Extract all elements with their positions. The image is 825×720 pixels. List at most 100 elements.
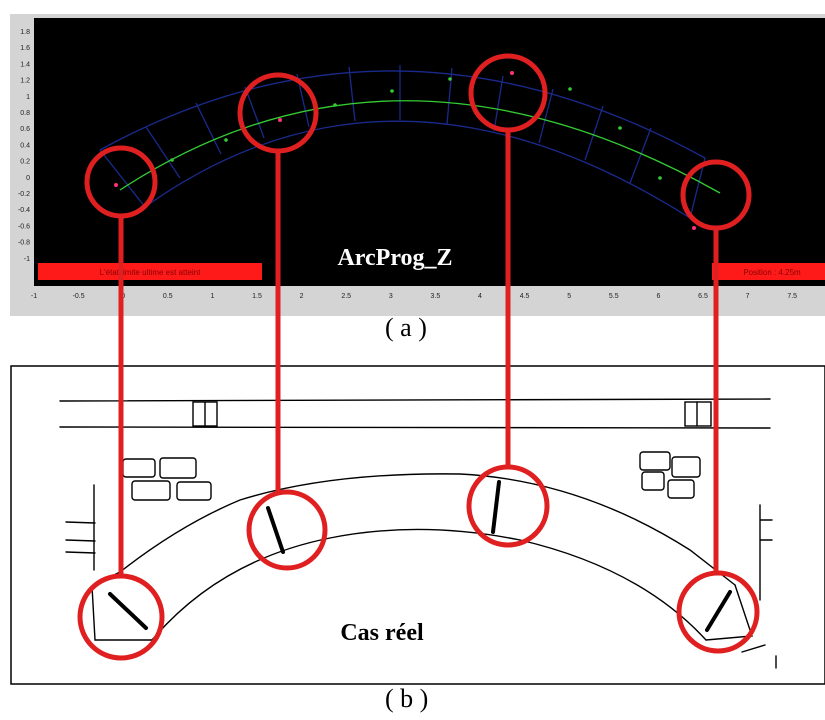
highlight-circle-a-right-springing [680,159,752,231]
thrust-point [170,158,174,162]
wall-stone [176,481,212,501]
x-tick-label: 2 [300,293,304,300]
x-tick-label: 1 [210,293,214,300]
thrust-point [390,89,394,93]
highlight-circle-a-left-haunch [237,72,319,154]
caption-b: ( b ) [385,684,429,713]
wall-edge [759,504,773,601]
y-tick-label: 1 [26,94,30,101]
arch-voussoir-joint [145,126,181,179]
wall-stone [131,480,171,501]
cornice-line [59,398,771,402]
x-tick-label: -0.5 [73,293,85,300]
ground-line [741,644,766,653]
crack-left-haunch [266,506,285,554]
x-tick-label: 5.5 [609,293,619,300]
x-tick-label: 6 [656,293,660,300]
arch-voussoir-joint [348,66,356,122]
panel-a: 1.8 1.6 1.4 1.2 1 0.8 0.6 0.4 0.2 0 -0.2 -0.4 -0.6 -0… [10,14,825,316]
y-tick-label: -0.8 [18,240,30,247]
thrust-point [224,138,228,142]
wall-stone [159,457,197,479]
y-tick-label: -1 [24,256,30,263]
wall-stone [641,471,665,491]
caption-a: ( a ) [385,313,427,342]
thrust-markers [170,77,662,180]
status-bar-left [38,263,262,280]
y-tick-label: 1.6 [20,45,30,52]
y-tick-label: 1.2 [20,78,30,85]
arch-voussoir-joint [689,157,706,219]
springing-right [705,584,753,641]
highlight-circle-b-left-springing [77,573,165,661]
cornice-block [684,401,712,427]
wall-stone [671,456,701,478]
program-title: ArcProg_Z [337,245,452,271]
y-tick-label: 0 [26,175,30,182]
x-tick-label: 2.5 [341,293,351,300]
arch-voussoir-joint [493,75,504,132]
thrust-point [618,126,622,130]
arch-intrados [151,528,707,641]
thrust-point [568,87,572,91]
x-tick-label: 4.5 [520,293,530,300]
wall-edge [65,521,96,554]
hinge-point [692,226,696,230]
wall-stone [667,479,695,499]
status-bar-right [712,263,825,280]
status-text-right: Position : 4.25m [743,268,801,277]
panel-b: Cas réel [10,365,825,685]
drawing-frame [10,365,825,685]
arch-model [99,65,706,219]
x-tick-label: 6.5 [698,293,708,300]
status-text-left: L'état limite ultime est atteint [100,268,201,277]
arch-voussoir-joint [629,127,652,184]
hinge-point [510,71,514,75]
x-tick-label: 3.5 [431,293,441,300]
y-tick-label: 0.4 [20,142,30,149]
thrust-line [119,100,721,194]
arch-voussoir-joint [244,86,265,139]
x-tick-label: 5 [567,293,571,300]
y-tick-label: 0.8 [20,110,30,117]
arch-extrados [91,473,736,587]
y-tick-label: -0.6 [18,223,30,230]
arch-voussoir-joint [538,88,554,144]
y-tick-label: 1.8 [20,29,30,36]
thrust-point [333,103,337,107]
crack-right-springing [705,590,732,632]
arch-voussoir-joint [99,149,146,208]
arch-outer-curve [99,70,706,159]
crack-left-springing [108,592,148,630]
x-tick-label: 4 [478,293,482,300]
y-tick-label: 0.2 [20,159,30,166]
y-tick-label: 1.4 [20,61,30,68]
wall-stone [639,451,671,471]
x-tick-label: 3 [389,293,393,300]
arch-voussoir-joint [584,105,604,161]
highlight-circle-b-right-haunch [466,464,550,548]
hinge-markers [114,71,696,230]
y-tick-label: -0.2 [18,191,30,198]
x-tick-label: 7.5 [787,293,797,300]
highlight-circle-b-left-haunch [246,489,328,571]
crack-right-haunch [491,480,501,534]
springing-left [91,585,153,641]
arch-inner-curve [144,120,691,219]
hinge-point [278,118,282,122]
x-tick-label: 0.5 [163,293,173,300]
arch-voussoir-joint [195,102,222,155]
highlight-circle-b-right-springing [676,570,760,654]
y-tick-label: -0.4 [18,207,30,214]
highlight-circle-a-left-springing [84,145,158,219]
y-tick-label: 0.6 [20,126,30,133]
x-tick-label: 7 [746,293,750,300]
x-tick-label: -1 [31,293,37,300]
drawing-label: Cas réel [340,620,424,646]
y-tick-labels: 1.8 1.6 1.4 1.2 1 0.8 0.6 0.4 0.2 0 -0.2 -0.4 -0.6 -0… [18,29,30,263]
thrust-point [658,176,662,180]
arch-voussoir-joint [446,67,453,125]
